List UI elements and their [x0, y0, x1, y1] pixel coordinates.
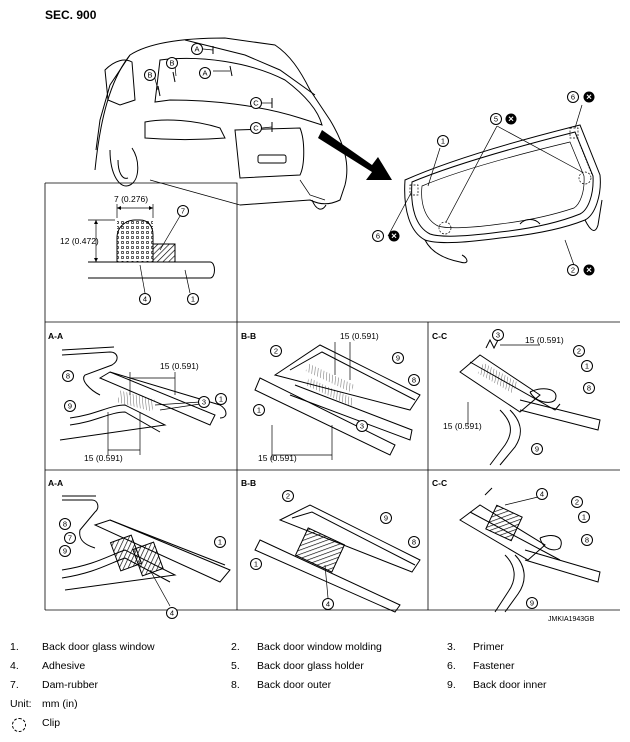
svg-text:3: 3: [202, 398, 206, 407]
svg-text:A-A: A-A: [48, 331, 63, 341]
svg-text:5: 5: [494, 115, 498, 124]
section-marker-c-1: C: [250, 97, 262, 109]
callout-7-dam: 7: [177, 205, 189, 217]
svg-text:1: 1: [191, 295, 195, 304]
svg-text:B-B: B-B: [241, 331, 256, 341]
svg-text:1: 1: [219, 395, 223, 404]
svg-text:9: 9: [535, 445, 539, 454]
unit-value: mm (in): [42, 698, 78, 710]
svg-text:2: 2: [571, 266, 575, 275]
section-marker-b-2: B: [144, 69, 156, 81]
svg-text:1: 1: [254, 560, 258, 569]
svg-text:A: A: [202, 69, 207, 78]
svg-text:9: 9: [384, 514, 388, 523]
callout-5-holder: 5: [490, 113, 502, 125]
callout-1-glass-2: 1: [187, 293, 199, 305]
svg-text:✕: ✕: [586, 266, 592, 275]
svg-text:C: C: [253, 99, 259, 108]
svg-text:B: B: [169, 59, 174, 68]
glass-window-view: 1 5 ✕ 6 ✕ 6 ✕ 2 ✕: [372, 91, 603, 276]
svg-text:1: 1: [585, 362, 589, 371]
svg-text:✕: ✕: [586, 93, 592, 102]
svg-text:6: 6: [571, 93, 575, 102]
section-marker-c-2: C: [250, 122, 262, 134]
callout-5-x-icon: ✕: [505, 113, 517, 125]
svg-text:9: 9: [530, 599, 534, 608]
svg-text:9: 9: [63, 547, 67, 556]
clip-label: Clip: [42, 717, 61, 729]
svg-text:8: 8: [587, 384, 591, 393]
svg-text:15 (0.591): 15 (0.591): [84, 453, 123, 463]
svg-text:6: 6: [376, 232, 380, 241]
svg-text:2: 2: [575, 498, 579, 507]
svg-text:4: 4: [540, 490, 544, 499]
callout-6-fastener-top: 6: [567, 91, 579, 103]
svg-text:1: 1: [257, 406, 261, 415]
callout-6-x-icon: ✕: [583, 91, 595, 103]
svg-text:8: 8: [412, 376, 416, 385]
svg-text:C: C: [253, 124, 259, 133]
svg-text:15 (0.591): 15 (0.591): [443, 421, 482, 431]
svg-text:8: 8: [66, 372, 70, 381]
section-marker-b-1: B: [166, 57, 178, 69]
section-a-a-primer: 15 (0.591) 15 (0.591) 8 9 3 1: [59, 346, 227, 463]
svg-text:B-B: B-B: [241, 478, 256, 488]
adhesive-dimension-detail: 7 (0.276) 12 (0.472) 7 4 1: [60, 194, 215, 305]
svg-text:4: 4: [170, 609, 174, 618]
svg-text:7: 7: [68, 534, 72, 543]
dim-width: 7 (0.276): [114, 194, 148, 204]
section-b-b-adhesive: 2 9 8 1 4: [250, 490, 421, 613]
svg-text:4: 4: [143, 295, 147, 304]
svg-text:2: 2: [577, 347, 581, 356]
svg-text:8: 8: [585, 536, 589, 545]
callout-2-molding: 2: [567, 264, 579, 276]
svg-text:9: 9: [396, 354, 400, 363]
section-b-b-primer: 15 (0.591) 15 (0.591) 2 9 8 1 3: [253, 331, 421, 463]
grid-frame: [44, 182, 620, 611]
clip-icon: [12, 718, 26, 732]
svg-text:A: A: [194, 45, 199, 54]
unit-label: Unit:: [10, 698, 32, 710]
svg-text:15 (0.591): 15 (0.591): [258, 453, 297, 463]
svg-text:9: 9: [68, 402, 72, 411]
svg-text:15 (0.591): 15 (0.591): [525, 335, 564, 345]
svg-text:3: 3: [496, 331, 500, 340]
svg-text:2: 2: [274, 347, 278, 356]
svg-text:15 (0.591): 15 (0.591): [340, 331, 379, 341]
figure-id: JMKIA1943GB: [548, 616, 595, 623]
svg-text:15 (0.591): 15 (0.591): [160, 361, 199, 371]
svg-text:A-A: A-A: [48, 478, 63, 488]
svg-text:8: 8: [412, 538, 416, 547]
svg-text:2: 2: [286, 492, 290, 501]
svg-text:1: 1: [441, 137, 445, 146]
svg-text:4: 4: [326, 600, 330, 609]
dim-height: 12 (0.472): [60, 236, 99, 246]
svg-text:7: 7: [181, 207, 185, 216]
callout-2-x-icon: ✕: [583, 264, 595, 276]
callout-4-adhesive: 4: [139, 293, 151, 305]
callout-1-glass: 1: [437, 135, 449, 147]
section-title: SEC. 900: [45, 8, 97, 22]
section-c-c-primer: 15 (0.591) 15 (0.591) 3 2 1 8 9: [443, 329, 601, 466]
svg-text:✕: ✕: [391, 232, 397, 241]
svg-text:✕: ✕: [508, 115, 514, 124]
svg-text:B: B: [147, 71, 152, 80]
svg-text:1: 1: [218, 538, 222, 547]
section-marker-a-2: A: [199, 67, 211, 79]
section-marker-a-1: A: [191, 43, 203, 55]
svg-text:C-C: C-C: [432, 478, 447, 488]
svg-text:C-C: C-C: [432, 331, 447, 341]
callout-6-x-icon-2: ✕: [388, 230, 400, 242]
section-labels: A-A B-B C-C A-A B-B C-C: [48, 331, 447, 488]
vehicle-rear-view: A A B B C C: [94, 37, 392, 210]
callout-6-fastener-left: 6: [372, 230, 384, 242]
section-c-c-adhesive: 4 2 1 8 9: [459, 487, 601, 613]
service-diagram: A A B B C C 1 5 ✕ 6 ✕ 6 ✕ 2: [44, 37, 620, 623]
svg-text:1: 1: [582, 513, 586, 522]
svg-text:3: 3: [360, 422, 364, 431]
svg-text:8: 8: [63, 520, 67, 529]
section-a-a-adhesive: 8 7 9 1 4: [59, 495, 231, 619]
detail-arrow: [318, 130, 392, 180]
